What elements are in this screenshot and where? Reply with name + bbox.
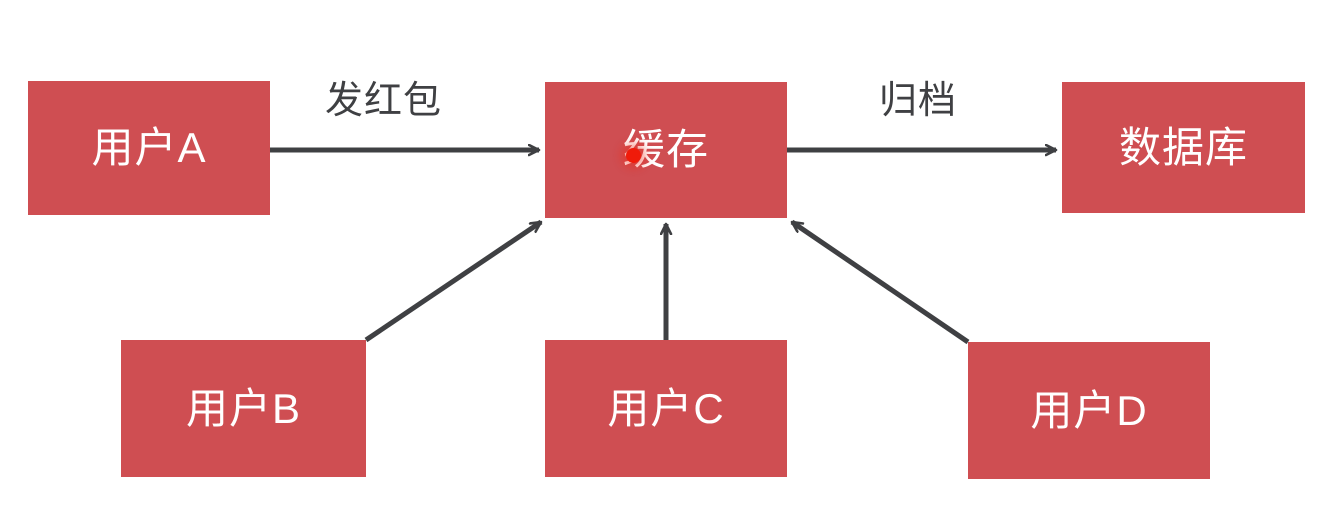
node-cache-label: 缓存 (622, 126, 709, 173)
edge-user-b-cache (364, 219, 543, 343)
node-user-b-label: 用户B (185, 384, 301, 432)
edge-label-guidang: 归档 (879, 80, 958, 122)
node-user-c-label: 用户C (607, 384, 725, 432)
edge-user-d-cache (790, 219, 970, 345)
node-database[interactable]: 数据库 (1062, 82, 1305, 213)
node-user-a[interactable]: 用户A (28, 81, 270, 215)
edge-label-fahongbao: 发红包 (325, 80, 443, 122)
node-user-b[interactable]: 用户B (121, 340, 366, 477)
node-user-d-label: 用户D (1030, 386, 1148, 434)
node-cache[interactable]: 缓存 (545, 82, 787, 218)
node-user-c[interactable]: 用户C (545, 340, 787, 477)
node-database-label: 数据库 (1118, 123, 1248, 171)
node-user-d[interactable]: 用户D (968, 342, 1210, 479)
node-user-a-label: 用户A (91, 124, 207, 171)
